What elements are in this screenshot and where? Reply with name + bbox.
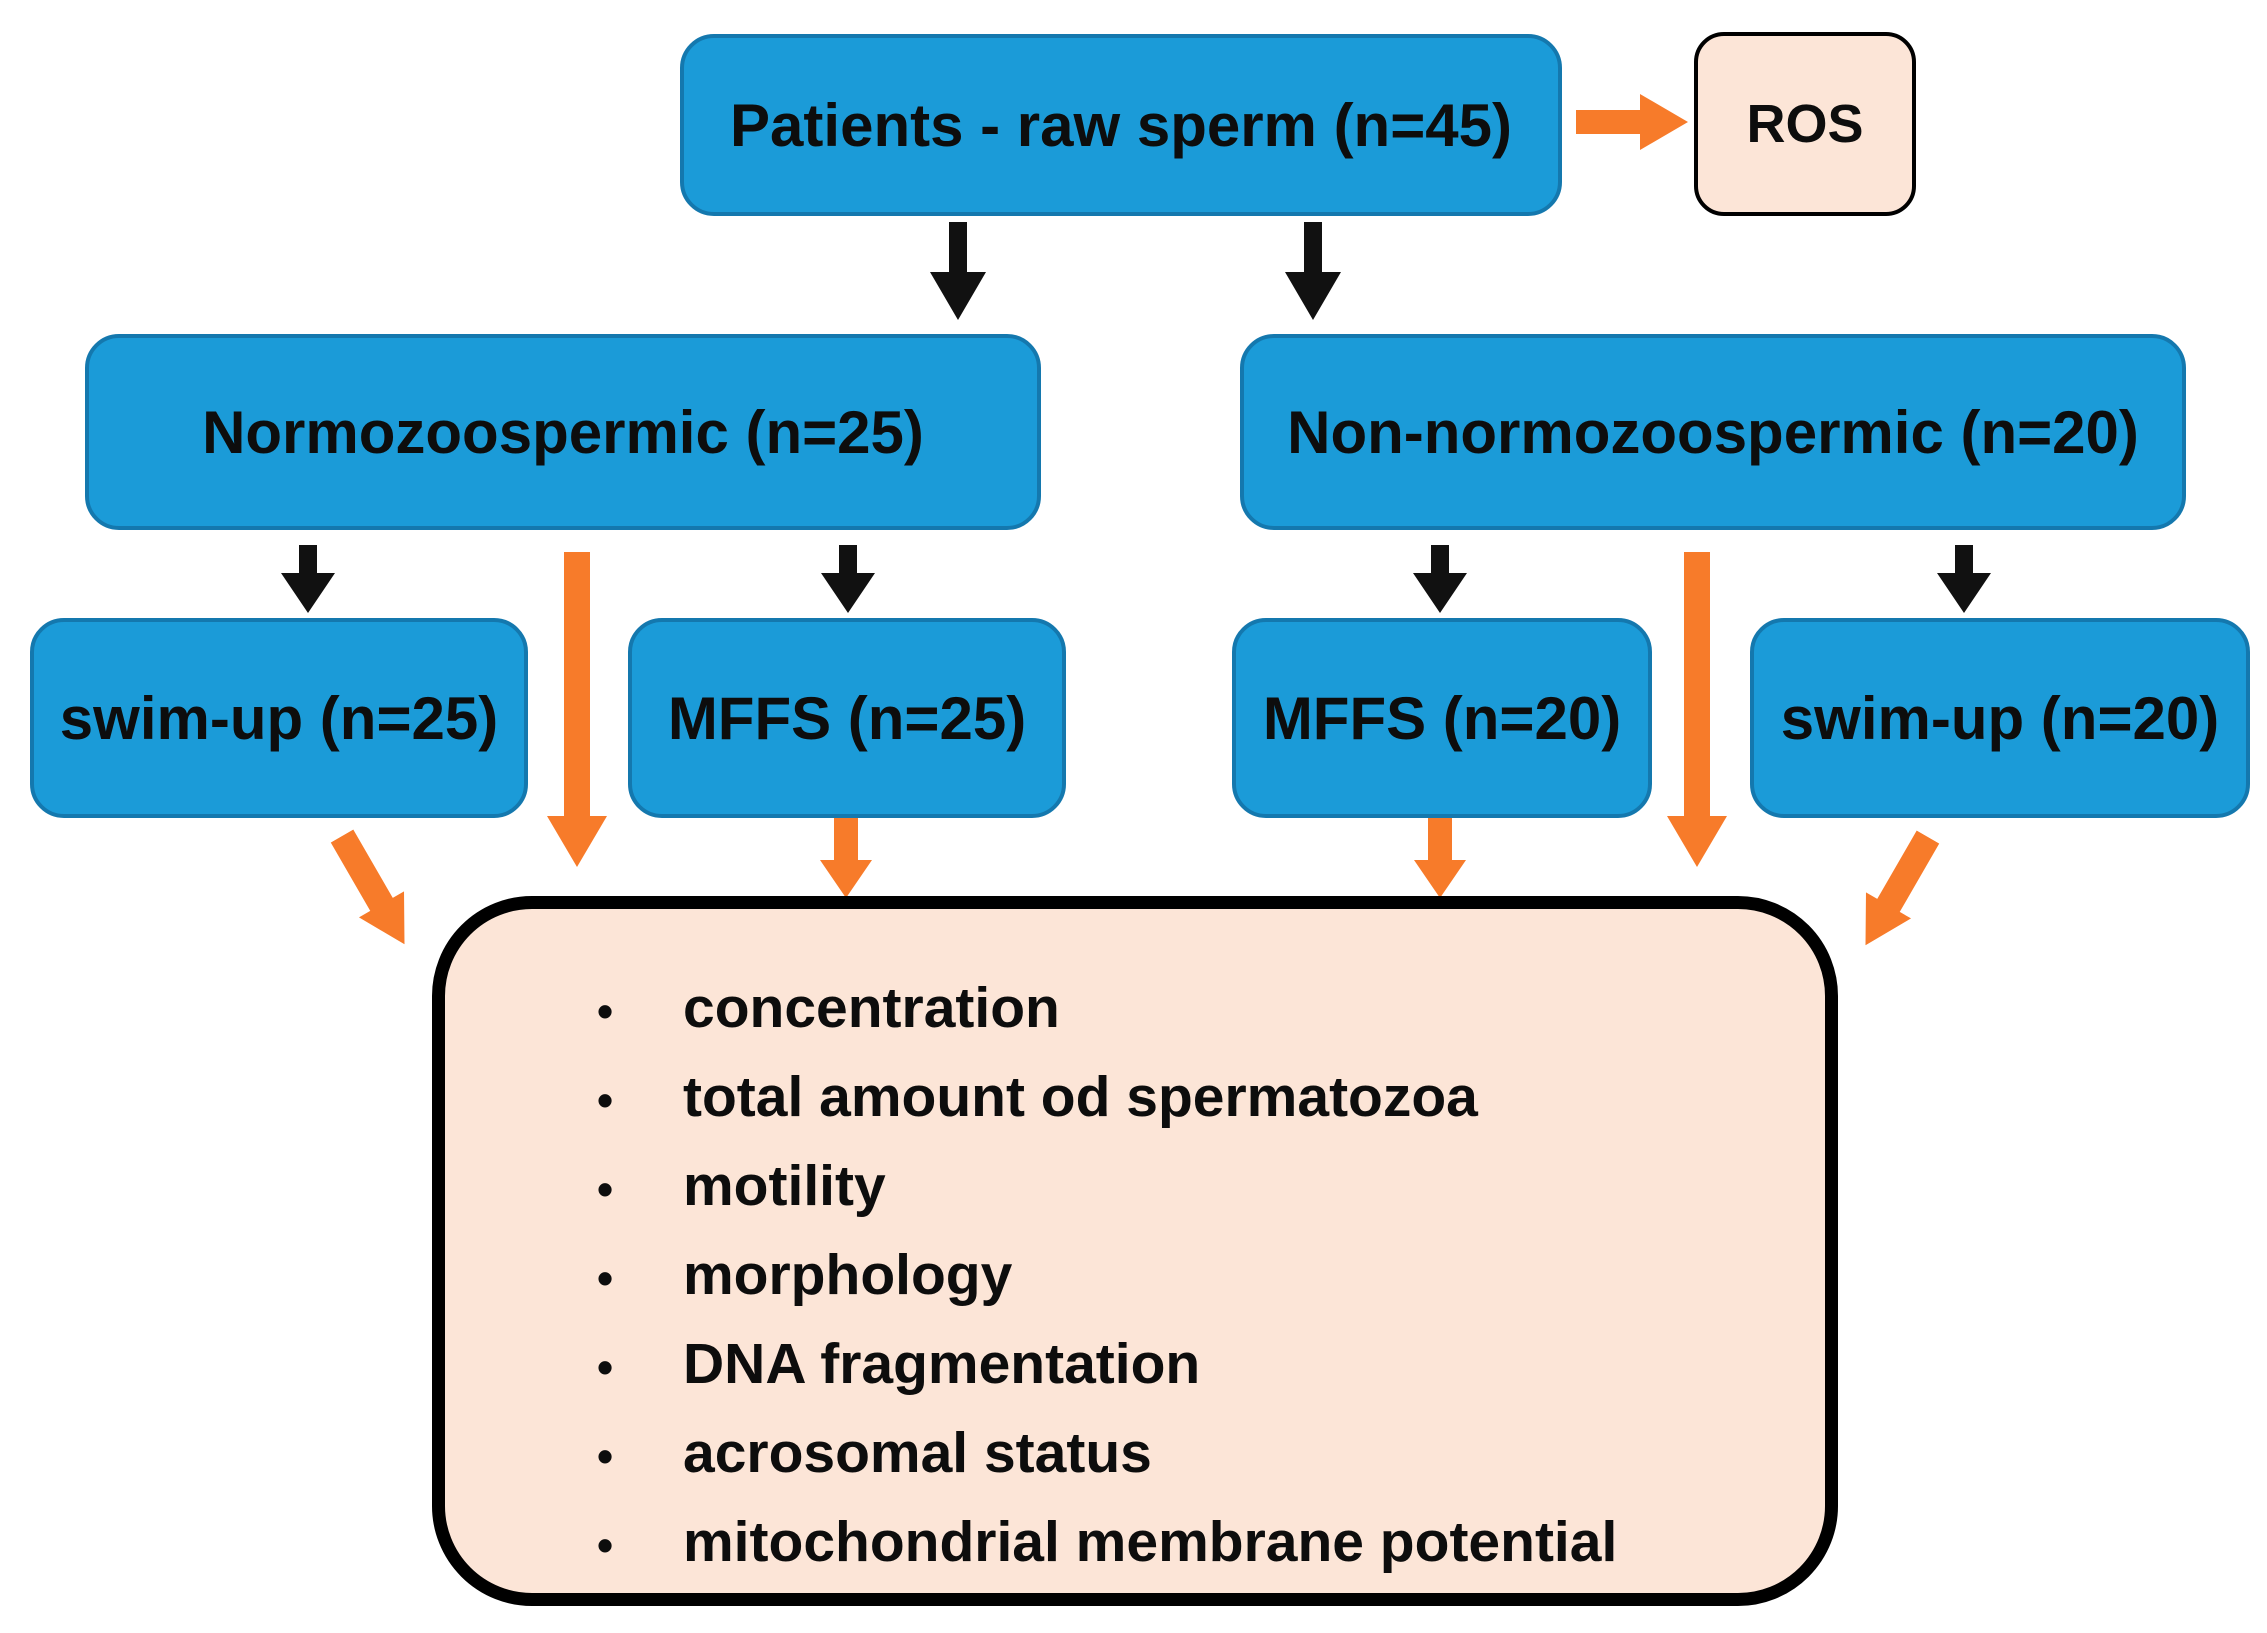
analysis-item-acrosomal-status: acrosomal status [597, 1410, 1795, 1499]
arrow-normozoospermic-to-swimup25-icon [281, 545, 335, 613]
analysis-item-dna-fragmentation: DNA fragmentation [597, 1321, 1795, 1410]
normozoospermic-label: Normozoospermic (n=25) [202, 398, 924, 466]
arrow-non-normozoospermic-to-mffs20-icon [1413, 545, 1467, 613]
arrow-mffs25-to-results-icon [820, 818, 872, 898]
analyses-list: concentration total amount od spermatozo… [445, 909, 1825, 1588]
analysis-item-total-amount: total amount od spermatozoa [597, 1054, 1795, 1143]
analysis-item-concentration: concentration [597, 965, 1795, 1054]
ros-box: ROS [1694, 32, 1916, 216]
arrow-swimup20-to-results-icon [1865, 830, 1940, 946]
patients-raw-sperm-label: Patients - raw sperm (n=45) [730, 91, 1512, 159]
arrow-patients-to-ros-icon [1576, 94, 1688, 150]
arrow-normozoospermic-to-mffs25-icon [821, 545, 875, 613]
arrow-non-normozoospermic-to-swimup20-icon [1937, 545, 1991, 613]
analysis-item-morphology: morphology [597, 1232, 1795, 1321]
non-normozoospermic-box: Non-normozoospermic (n=20) [1240, 334, 2186, 530]
normozoospermic-box: Normozoospermic (n=25) [85, 334, 1041, 530]
patients-raw-sperm-box: Patients - raw sperm (n=45) [680, 34, 1562, 216]
arrow-patients-to-non-normozoospermic-icon [1285, 222, 1341, 320]
mffs-20-box: MFFS (n=20) [1232, 618, 1652, 818]
arrow-swimup25-to-results-icon [330, 829, 405, 945]
non-normozoospermic-label: Non-normozoospermic (n=20) [1287, 398, 2139, 466]
analysis-item-motility: motility [597, 1143, 1795, 1232]
swim-up-20-label: swim-up (n=20) [1780, 684, 2220, 752]
mffs-25-label: MFFS (n=25) [667, 684, 1027, 752]
arrow-patients-to-normozoospermic-icon [930, 222, 986, 320]
swim-up-25-box: swim-up (n=25) [30, 618, 528, 818]
analyses-results-box: concentration total amount od spermatozo… [432, 896, 1838, 1606]
swim-up-25-label: swim-up (n=25) [59, 684, 499, 752]
arrow-mffs20-to-results-icon [1414, 818, 1466, 898]
mffs-20-label: MFFS (n=20) [1262, 684, 1622, 752]
swim-up-20-box: swim-up (n=20) [1750, 618, 2250, 818]
arrow-non-normozoospermic-to-results-icon [1667, 552, 1727, 867]
mffs-25-box: MFFS (n=25) [628, 618, 1066, 818]
analysis-item-mitochondrial-membrane-potential: mitochondrial membrane potential [597, 1499, 1795, 1588]
ros-label: ROS [1746, 94, 1864, 154]
arrow-normozoospermic-to-results-icon [547, 552, 607, 867]
